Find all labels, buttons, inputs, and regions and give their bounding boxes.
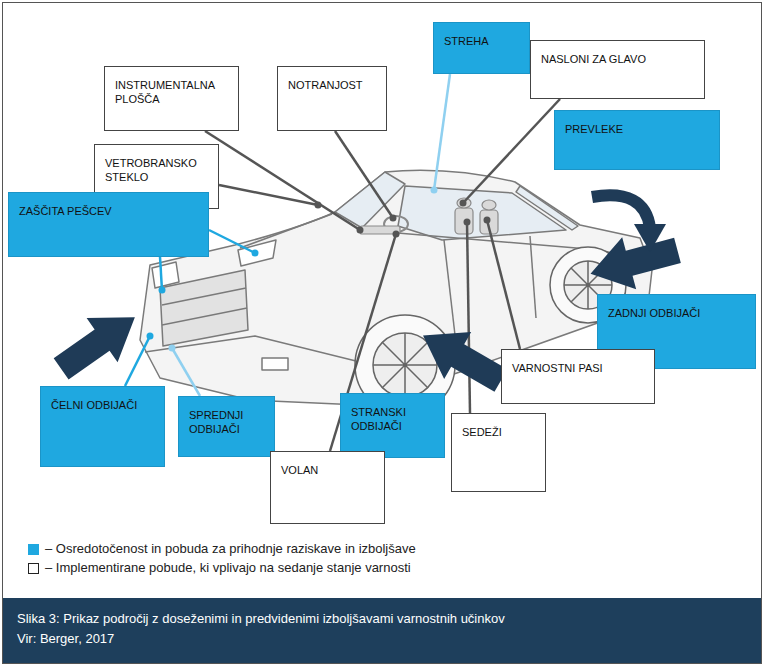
- legend-row: – Implementirane pobude, ki vplivajo na …: [28, 560, 416, 579]
- door-line: [530, 236, 536, 318]
- leader-dot: [431, 187, 438, 194]
- leader-line: [219, 185, 318, 205]
- leader-dot: [147, 333, 154, 340]
- legend-outline-square: [28, 563, 39, 574]
- implemented-callout-box: VARNOSTNI PASI: [501, 349, 655, 404]
- callout-text: ZAŠČITA PEŠCEV: [19, 204, 199, 218]
- door-line: [444, 240, 455, 335]
- callout-text: NOTRANJOST: [288, 78, 377, 92]
- leader-line: [467, 222, 470, 413]
- leader-line: [463, 99, 560, 203]
- source-note: Vir: Berger, 2017: [17, 629, 747, 649]
- leader-line: [434, 74, 450, 190]
- callout-text: SPREDNJI ODBIJAČI: [189, 408, 265, 437]
- figure-caption: Slika 3: Prikaz področij z doseženimi in…: [17, 609, 747, 629]
- callout-text: PREVLEKE: [565, 122, 710, 136]
- rear-window: [516, 186, 578, 230]
- implemented-callout-box: NASLONI ZA GLAVO: [530, 40, 705, 99]
- impact-arrow: [410, 312, 515, 404]
- leader-dot: [357, 227, 364, 234]
- leader-line: [487, 220, 520, 349]
- leader-dot: [390, 215, 397, 222]
- leader-line: [160, 257, 162, 290]
- caption-band: Slika 3: Prikaz področij z doseženimi in…: [3, 598, 761, 663]
- leader-dot: [159, 287, 166, 294]
- focus-callout-box: PREVLEKE: [554, 110, 720, 170]
- car-interior: [360, 198, 498, 234]
- implemented-callout-box: SEDEŽI: [451, 413, 546, 492]
- leader-line: [205, 131, 360, 230]
- legend: – Osredotočenost in pobuda za prihodnje …: [28, 541, 416, 579]
- focus-callout-box: ČELNI ODBIJAČI: [40, 386, 165, 467]
- focus-callout-box: SPREDNJI ODBIJAČI: [178, 396, 275, 457]
- callout-text: ZADNJI ODBIJAČI: [608, 306, 746, 320]
- callout-text: VETROBRANSKO STEKLO: [105, 156, 209, 185]
- fog-light: [262, 358, 288, 370]
- callout-text: VOLAN: [281, 463, 375, 477]
- grille-bar: [162, 288, 246, 305]
- leader-line: [335, 131, 393, 218]
- callout-text: VARNOSTNI PASI: [512, 361, 645, 375]
- side-windows: [398, 186, 566, 240]
- callout-text: INSTRUMENTALNA PLOŠČA: [115, 78, 229, 107]
- implemented-callout-box: INSTRUMENTALNA PLOŠČA: [104, 66, 239, 131]
- headlight: [152, 262, 179, 288]
- leader-line: [209, 230, 255, 253]
- rollover-arrow: [592, 195, 650, 228]
- implemented-callout-box: NOTRANJOST: [277, 66, 387, 131]
- focus-callout-box: STREHA: [433, 22, 530, 74]
- leader-dot: [169, 345, 176, 352]
- headrest: [482, 200, 496, 210]
- rollover-arrowhead: [634, 224, 666, 252]
- hood-line: [240, 214, 332, 248]
- focus-callout-box: ZAŠČITA PEŠCEV: [8, 192, 209, 257]
- leader-line: [125, 336, 150, 386]
- legend-row: – Osredotočenost in pobuda za prihodnje …: [28, 541, 416, 560]
- callout-text: NASLONI ZA GLAVO: [541, 52, 695, 66]
- callout-text: ČELNI ODBIJAČI: [51, 398, 155, 412]
- leader-dot: [393, 231, 400, 238]
- leader-dot: [484, 217, 491, 224]
- leader-line: [172, 348, 200, 396]
- callout-text: STREHA: [444, 34, 520, 48]
- grille-bar: [162, 308, 247, 325]
- leader-dot: [464, 219, 471, 226]
- leader-dot: [315, 202, 322, 209]
- legend-text: – Implementirane pobude, ki vplivajo na …: [45, 560, 411, 575]
- headlight: [238, 240, 276, 266]
- leader-dot: [252, 250, 259, 257]
- leader-dot: [460, 200, 467, 207]
- impact-arrow: [46, 295, 151, 391]
- implemented-callout-box: VOLAN: [270, 451, 385, 524]
- callout-text: SEDEŽI: [462, 425, 536, 439]
- callout-text: STRANSKI ODBIJAČI: [351, 405, 435, 434]
- legend-swatch: [28, 544, 39, 555]
- seat: [455, 208, 473, 234]
- legend-text: – Osredotočenost in pobuda za prihodnje …: [45, 541, 416, 556]
- headrest: [457, 198, 471, 208]
- impact-arrow: [584, 224, 685, 299]
- focus-callout-box: STRANSKI ODBIJAČI: [340, 393, 445, 458]
